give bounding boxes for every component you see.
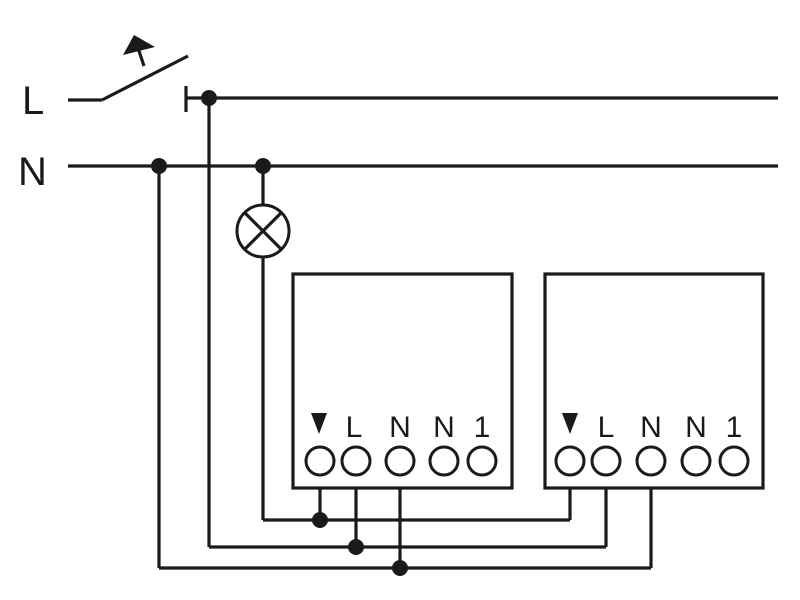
device-2: L N N 1	[543, 272, 765, 490]
device-1-terminal-1	[466, 445, 498, 477]
device-1-terminal-l	[340, 445, 372, 477]
junction-dot	[201, 90, 217, 106]
device-2-terminal-label-1: 1	[726, 411, 743, 444]
junction-dot	[348, 539, 364, 555]
push-button-switch	[68, 35, 189, 112]
switch-contact-lever	[101, 54, 189, 102]
device-1-terminal-output	[304, 445, 336, 477]
device-2-terminal-output	[554, 445, 586, 477]
device-1-terminal-label-n: N	[389, 411, 411, 444]
junction-dot	[392, 560, 408, 576]
live-line-label: L	[22, 79, 44, 123]
junction-dot	[151, 158, 167, 174]
device-1-terminal-label-l: L	[346, 411, 363, 444]
device-2-terminal-l	[590, 445, 622, 477]
device-1-terminal-label-1: 1	[474, 411, 491, 444]
device-1-terminal-n2	[428, 445, 460, 477]
actuator-arrow-icon	[123, 35, 155, 55]
device-2-terminal-label-n2: N	[685, 411, 707, 444]
device-1-terminal-label-n2: N	[433, 411, 455, 444]
device-2-terminal-label-n: N	[640, 411, 662, 444]
device-2-output-marker-icon	[562, 413, 578, 434]
device-1: L N N 1	[291, 272, 514, 490]
device-2-terminal-label-l: L	[598, 411, 615, 444]
device-1-output-marker-icon	[311, 413, 327, 434]
junction-dot	[312, 512, 328, 528]
device-2-terminal-n	[635, 445, 667, 477]
device-2-terminal-1	[718, 445, 750, 477]
junction-dot	[255, 158, 271, 174]
neutral-line-label: N	[18, 150, 47, 194]
device-2-terminal-n2	[680, 445, 712, 477]
lamp-icon	[235, 203, 291, 259]
device-1-terminal-n	[384, 445, 416, 477]
